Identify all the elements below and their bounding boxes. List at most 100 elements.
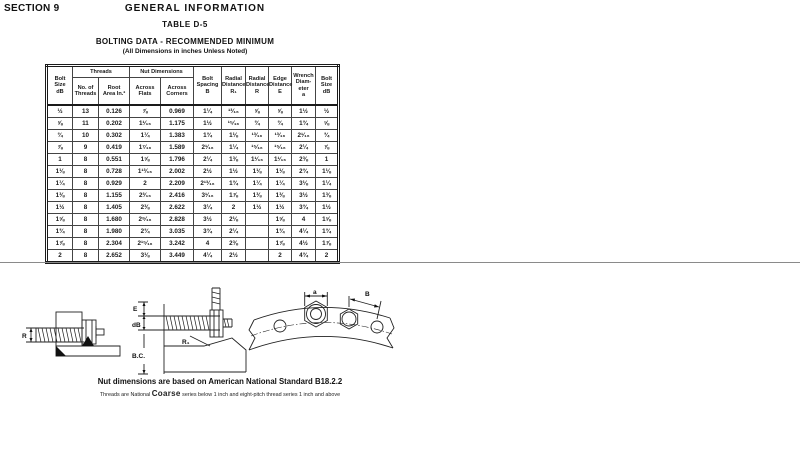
table-cell: 1.175 bbox=[160, 117, 195, 130]
table-cell: 3½ bbox=[193, 213, 223, 226]
table-cell: 1⅜ bbox=[221, 153, 247, 166]
table-cell: 3¼ bbox=[193, 201, 223, 214]
table-cell: 8 bbox=[72, 177, 99, 190]
table-cell: 1⁷⁄₁₆ bbox=[129, 141, 162, 154]
table-cell: 2⁹⁄₁₆ bbox=[129, 213, 162, 226]
table-cell: 1¾ bbox=[315, 225, 340, 238]
table-cell: 1¹⁄₁₆ bbox=[129, 117, 162, 130]
table-cell: 2⅜ bbox=[129, 201, 162, 214]
table-cell: ¾ bbox=[46, 129, 73, 142]
table-cell: 1¼ bbox=[193, 104, 223, 118]
group-threads: Threads bbox=[71, 65, 131, 78]
table-cell: 1⅞ bbox=[315, 237, 340, 250]
page-title: GENERAL INFORMATION bbox=[124, 3, 266, 14]
table-cell: 2.209 bbox=[160, 177, 195, 190]
col-bolt-size-2: Bolt Size dB bbox=[315, 65, 340, 106]
table-cell: 2¼ bbox=[193, 153, 223, 166]
table-cell: 2³⁄₁₆ bbox=[129, 189, 162, 202]
table-cell: 4 bbox=[193, 237, 223, 250]
table-cell: 1.589 bbox=[160, 141, 195, 154]
table-cell: 11 bbox=[72, 117, 99, 130]
table-cell: 4½ bbox=[291, 237, 317, 250]
table-cell: 13 bbox=[72, 104, 99, 118]
table-cell: 1¼ bbox=[268, 177, 293, 190]
table-cell: 1¼ bbox=[221, 141, 247, 154]
table-cell: 0.929 bbox=[97, 177, 131, 190]
table-cell: ¹³⁄₁₆ bbox=[221, 104, 247, 118]
table-cell: 8 bbox=[72, 153, 99, 166]
table-cell: 0.551 bbox=[97, 153, 131, 166]
table-cell: 1½ bbox=[315, 201, 340, 214]
table-cell: 2 bbox=[315, 249, 340, 263]
dim-label-r: R bbox=[22, 333, 27, 340]
section-label: SECTION 9 bbox=[4, 3, 60, 14]
table-cell: ¹⁵⁄₁₆ bbox=[268, 141, 293, 154]
table-label: TABLE D-5 bbox=[162, 20, 208, 29]
table-cell: 1⅝ bbox=[315, 213, 340, 226]
table-cell: 2¹⁄₁₆ bbox=[193, 141, 223, 154]
table-cell: 1.155 bbox=[97, 189, 131, 202]
table-cell: 8 bbox=[72, 189, 99, 202]
table-cell: 2.416 bbox=[160, 189, 195, 202]
thread-note-suffix: series below 1 inch and eight-pitch thre… bbox=[180, 392, 341, 398]
table-cell: ½ bbox=[46, 104, 73, 118]
table-cell: 0.728 bbox=[97, 165, 131, 178]
table-cell: 1⅛ bbox=[315, 165, 340, 178]
table-cell: 2¾ bbox=[129, 225, 162, 238]
table-cell: 1 bbox=[46, 153, 73, 166]
table-cell: 1¼ bbox=[46, 177, 73, 190]
col-wrench-diameter: Wrench Diam- eter a bbox=[291, 65, 317, 106]
table-cell: ⅞ bbox=[315, 141, 340, 154]
table-cell: 1⅞ bbox=[268, 237, 293, 250]
table-cell: ¾ bbox=[315, 129, 340, 142]
table-cell: ⅝ bbox=[268, 104, 293, 118]
dim-label-r1: R₁ bbox=[182, 339, 190, 346]
table-cell: 1½ bbox=[221, 165, 247, 178]
table-cell: 2 bbox=[268, 249, 293, 263]
dim-label-e: E bbox=[133, 306, 138, 313]
table-cell: 2 bbox=[46, 249, 73, 263]
thread-note-coarse: Coarse bbox=[151, 389, 181, 398]
table-cell: 8 bbox=[72, 201, 99, 214]
thread-series-note: Threads are National Coarse series below… bbox=[55, 389, 385, 398]
table-cell: 1¾ bbox=[193, 129, 223, 142]
table-cell: 2 bbox=[129, 177, 162, 190]
group-nut-dimensions: Nut Dimensions bbox=[129, 65, 195, 78]
table-cell: 1⅜ bbox=[245, 189, 270, 202]
table-cell: 2.002 bbox=[160, 165, 195, 178]
table-cell: 2.622 bbox=[160, 201, 195, 214]
table-cell: 1¼ bbox=[245, 177, 270, 190]
col-across-corners: Across Corners bbox=[160, 77, 195, 106]
table-cell: 2.828 bbox=[160, 213, 195, 226]
table-cell: 4¼ bbox=[193, 249, 223, 263]
table-cell: ¹⁵⁄₁₆ bbox=[221, 117, 247, 130]
table-cell: 2¹⁄₁₆ bbox=[291, 129, 317, 142]
col-bolt-spacing: Bolt Spacing B bbox=[193, 65, 223, 106]
table-cell: ⅝ bbox=[315, 117, 340, 130]
table-cell: 1½ bbox=[291, 104, 317, 118]
table-cell: 1¹⁄₁₆ bbox=[268, 153, 293, 166]
dim-label-a: a bbox=[313, 289, 317, 296]
table-cell: 2½ bbox=[221, 249, 247, 263]
table-cell: ⅝ bbox=[245, 104, 270, 118]
table-cell: 1⅝ bbox=[129, 153, 162, 166]
table-cell: ⅞ bbox=[129, 104, 162, 118]
table-cell: 3¾ bbox=[193, 225, 223, 238]
table-cell: 2 bbox=[221, 201, 247, 214]
table-cell: 0.969 bbox=[160, 104, 195, 118]
table-cell: 1½ bbox=[268, 201, 293, 214]
table-cell: ¹⁵⁄₁₆ bbox=[245, 141, 270, 154]
table-cell: 1½ bbox=[46, 201, 73, 214]
table-cell: 1⅜ bbox=[268, 189, 293, 202]
weld-symbol bbox=[82, 336, 94, 346]
table-cell bbox=[245, 237, 270, 250]
